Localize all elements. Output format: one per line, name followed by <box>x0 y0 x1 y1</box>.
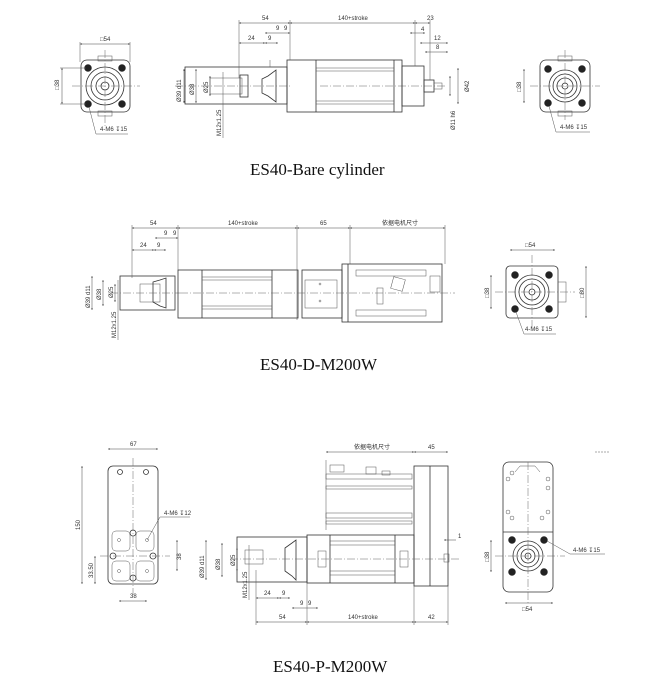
dim-square-54: □54 <box>525 243 536 249</box>
bolt-note: 4-M6 ↧15 <box>560 124 588 131</box>
p-motor-front-view: □38 4-M6 ↧15 □54 <box>485 451 610 613</box>
dim-square-38: □38 <box>517 81 523 92</box>
dim-stroke: 140+stroke <box>228 221 259 227</box>
dim-9b: 9 <box>284 26 288 32</box>
dim-9b: 9 <box>173 231 177 237</box>
dim-45: 45 <box>428 445 435 451</box>
dim-23: 23 <box>427 16 434 22</box>
dim-24: 24 <box>140 243 147 249</box>
dim-150: 150 <box>76 519 82 530</box>
dim-9a: 9 <box>276 26 280 32</box>
dim-12: 12 <box>434 36 441 42</box>
p-motor-top-view: 67 150 33.50 38 38 4-M6 ↧12 <box>76 442 192 602</box>
bolt-note: 4-M6 ↧15 <box>100 126 128 133</box>
bare-front-right-view: □38 4-M6 ↧15 <box>517 50 600 133</box>
dim-stroke: 140+stroke <box>338 16 369 22</box>
dim-33-50: 33.50 <box>89 562 95 578</box>
dim-9a: 9 <box>164 231 168 237</box>
p-motor-side-view: 依据电机尺寸 45 1 24 9 9 9 54 140+stroke 42 Ø3… <box>200 443 462 625</box>
dim-8: 8 <box>436 45 440 51</box>
bolt-note: 4-M6 ↧12 <box>164 510 192 517</box>
dim-phi11: Ø11 h6 <box>451 110 457 130</box>
bare-front-left-view: □54 □38 4-M6 ↧15 <box>55 37 140 135</box>
dim-phi25: Ø25 <box>231 554 237 566</box>
dim-phi39: Ø39 d11 <box>86 285 92 308</box>
d-motor-front-view: □54 □38 □80 4-M6 ↧15 <box>485 243 587 335</box>
dim-thread: M12x1.25 <box>243 571 249 598</box>
dim-phi39: Ø39 d11 <box>200 555 206 578</box>
dim-square-54: □54 <box>100 37 111 43</box>
dim-square-38: □38 <box>485 287 491 298</box>
dim-54: 54 <box>262 16 269 22</box>
dim-9a: 9 <box>282 591 286 597</box>
dim-67: 67 <box>130 442 137 448</box>
dim-9c: 9 <box>268 36 272 42</box>
dim-thread: M12x1.25 <box>112 311 118 338</box>
title-d-m200w: ES40-D-M200W <box>260 355 378 374</box>
dim-54: 54 <box>150 221 157 227</box>
d-motor-side-view: 54 140+stroke 65 依据电机尺寸 9 9 24 9 Ø39 d11… <box>86 219 455 340</box>
dim-square-80: □80 <box>580 287 586 298</box>
dim-phi42: Ø42 <box>465 80 471 92</box>
dim-4: 4 <box>421 27 425 33</box>
dim-phi38: Ø38 <box>97 288 103 300</box>
dim-motor-size: 依据电机尺寸 <box>354 443 390 451</box>
title-bare-cylinder: ES40-Bare cylinder <box>250 160 385 179</box>
dim-motor-size: 依据电机尺寸 <box>382 219 418 227</box>
dim-38-h: 38 <box>130 594 137 600</box>
dim-stroke: 140+stroke <box>348 615 379 621</box>
dim-square-54: □54 <box>522 607 533 613</box>
title-p-m200w: ES40-P-M200W <box>273 657 388 676</box>
dim-54: 54 <box>279 615 286 621</box>
dim-height-38: □38 <box>55 79 61 90</box>
dim-1: 1 <box>458 534 462 540</box>
dim-9c: 9 <box>308 601 312 607</box>
dim-thread: M12x1.25 <box>217 109 223 136</box>
dim-phi25: Ø25 <box>109 286 115 298</box>
dim-38-v: 38 <box>177 553 183 560</box>
dim-9b: 9 <box>300 601 304 607</box>
dim-square-38: □38 <box>485 551 491 562</box>
dim-phi38: Ø38 <box>190 83 196 95</box>
dim-9c: 9 <box>157 243 161 249</box>
dim-24: 24 <box>248 36 255 42</box>
dim-24: 24 <box>264 591 271 597</box>
bolt-note: 4-M6 ↧15 <box>525 326 553 333</box>
bolt-note: 4-M6 ↧15 <box>573 547 601 554</box>
dim-phi25: Ø25 <box>204 81 210 93</box>
bare-side-view: 54 140+stroke 23 9 9 24 9 4 12 8 Ø39 d11… <box>175 16 471 138</box>
dim-phi38: Ø38 <box>216 558 222 570</box>
dim-42: 42 <box>428 615 435 621</box>
dim-phi39: Ø39 d11 <box>177 79 183 102</box>
dim-65: 65 <box>320 221 327 227</box>
